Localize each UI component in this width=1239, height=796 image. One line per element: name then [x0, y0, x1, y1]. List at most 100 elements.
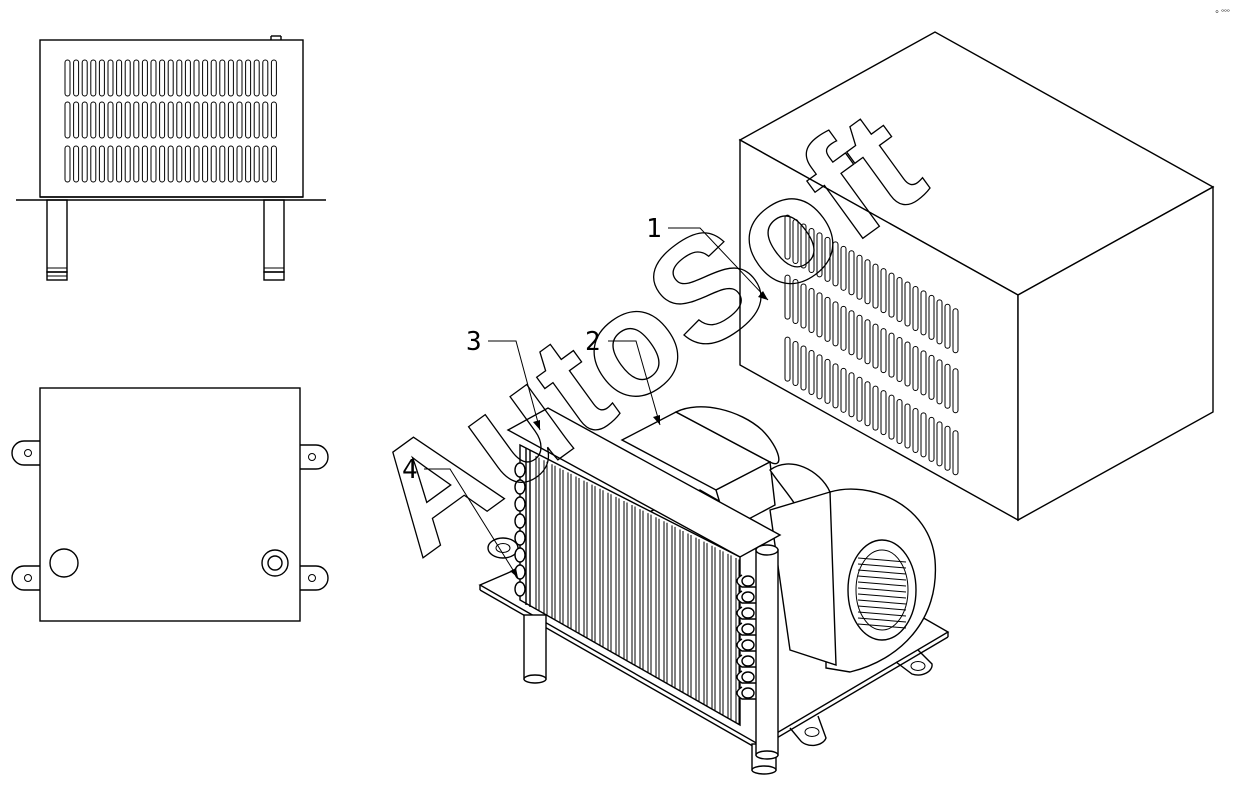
vent-slot [98, 145, 105, 183]
fan-blade [857, 557, 907, 563]
vent-slot [227, 59, 234, 97]
vent-slot [864, 319, 871, 365]
vent-slot [245, 59, 252, 97]
vent-slot [880, 328, 887, 374]
vent-slot [912, 345, 919, 391]
vent-slot [872, 323, 879, 369]
vent-slot [792, 279, 799, 325]
vent-slot [236, 59, 243, 97]
vent-slot [840, 367, 847, 413]
pipe-hole-left [49, 548, 79, 578]
vent-slot [880, 390, 887, 436]
vent-slot [840, 305, 847, 351]
vent-slot [792, 341, 799, 387]
corner-mark: ⸰ ᵒᵒᵒ [1215, 8, 1230, 16]
cover-vent-slots [784, 214, 959, 476]
vent-slot [167, 145, 174, 183]
vent-slot [193, 101, 200, 139]
vent-slot [202, 101, 209, 139]
vent-slot [848, 250, 855, 296]
return-bend [514, 513, 526, 529]
fan-blade [857, 611, 907, 617]
fan-blade [857, 617, 907, 623]
fan-blade [857, 593, 907, 599]
side-vent-slots [64, 59, 277, 183]
vent-slot [904, 341, 911, 387]
base-tab-right [895, 649, 933, 676]
vent-slot [262, 59, 269, 97]
base-tab-front [789, 715, 827, 747]
vent-slot [856, 376, 863, 422]
vent-slot [159, 145, 166, 183]
return-bend [741, 591, 755, 603]
mount-tab-top-right [300, 444, 329, 470]
vent-slot [928, 354, 935, 400]
vent-slot [167, 59, 174, 97]
vent-slot [856, 254, 863, 300]
vent-slot [133, 101, 140, 139]
vent-slot [912, 407, 919, 453]
vent-slot [210, 59, 217, 97]
callout-3-number: 3 [466, 327, 482, 357]
vent-slot [800, 223, 807, 269]
cover-housing [738, 31, 1215, 522]
vent-slot [944, 425, 951, 471]
vent-slot [832, 363, 839, 409]
vent-slot [816, 292, 823, 338]
callout-2-number: 2 [585, 327, 601, 357]
vent-slot [896, 337, 903, 383]
vent-slot [90, 59, 97, 97]
vent-slot [896, 277, 903, 323]
vent-slot [792, 219, 799, 265]
coil-fins [535, 456, 740, 725]
vent-slot [904, 281, 911, 327]
vent-slot [840, 245, 847, 291]
return-bend [741, 655, 755, 667]
vent-slot [808, 349, 815, 395]
vent-slot [227, 145, 234, 183]
vent-slot [245, 145, 252, 183]
vent-slot [116, 101, 123, 139]
vent-slot [888, 394, 895, 440]
callout-3: 3 [466, 327, 541, 431]
vent-slot [219, 59, 226, 97]
base-leg-left [523, 614, 547, 684]
vent-slot [184, 59, 191, 97]
vent-slot [176, 101, 183, 139]
vent-slot [141, 59, 148, 97]
mount-tab-bottom-right [300, 565, 329, 591]
return-bend [514, 496, 526, 512]
return-bend [741, 575, 755, 587]
vent-slot [864, 259, 871, 305]
vent-slot [73, 59, 80, 97]
coil-return-bends-right [736, 574, 756, 700]
vent-slot [81, 101, 88, 139]
vent-slot [816, 232, 823, 278]
vent-slot [64, 145, 71, 183]
vent-slot [920, 290, 927, 336]
evaporator-coil [506, 407, 782, 760]
mount-tab-top-left [11, 440, 40, 466]
vent-slot [98, 101, 105, 139]
vent-slot [227, 101, 234, 139]
vent-slot [936, 299, 943, 345]
return-bend [514, 479, 526, 495]
return-bend [741, 607, 755, 619]
return-bend [741, 623, 755, 635]
vent-slot [133, 59, 140, 97]
vent-slot [888, 332, 895, 378]
coil-top-plate [506, 407, 782, 558]
vent-slot [784, 274, 791, 320]
vent-slot [64, 59, 71, 97]
vent-slot [270, 59, 277, 97]
callout-1-number: 1 [646, 214, 662, 244]
vent-slot [73, 101, 80, 139]
vent-slot [245, 101, 252, 139]
vent-slot [904, 403, 911, 449]
isometric-view [478, 31, 1215, 775]
vent-slot [864, 381, 871, 427]
mount-tab-bottom-left [11, 565, 40, 591]
vent-slot [116, 59, 123, 97]
vent-slot [888, 272, 895, 318]
return-bend [514, 530, 526, 546]
